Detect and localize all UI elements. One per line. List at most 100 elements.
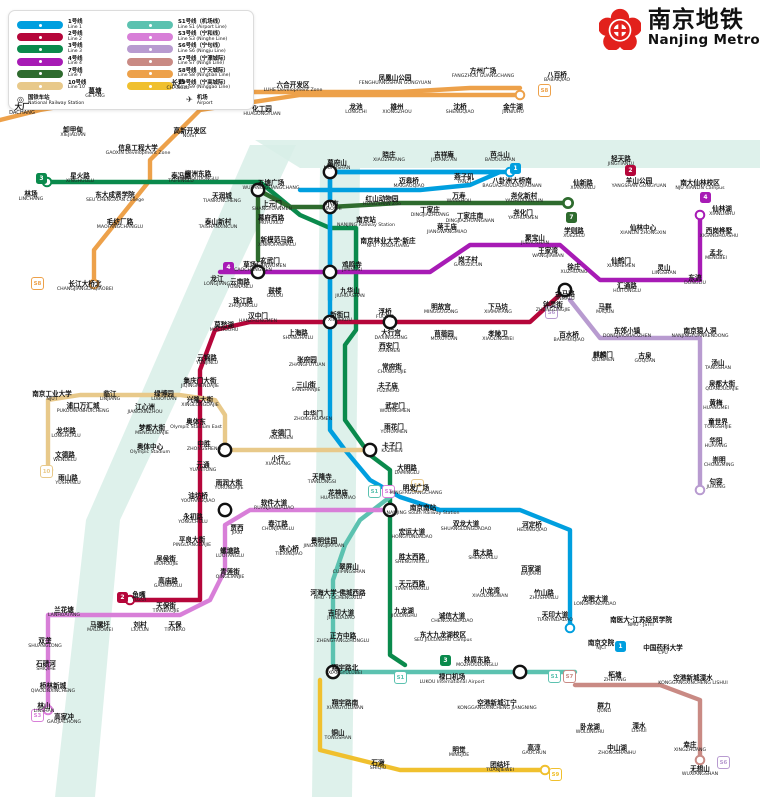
line-badge-s3[interactable]: S3	[382, 485, 395, 498]
line-badge-s3[interactable]: S3	[31, 709, 44, 722]
line-badge-s8[interactable]: S8	[31, 277, 44, 290]
line-badge-3[interactable]: 3	[440, 655, 451, 666]
line-badge-s9[interactable]: S9	[549, 768, 562, 781]
line-badge-4[interactable]: 4	[223, 262, 234, 273]
line-badge-s8[interactable]: S8	[538, 84, 551, 97]
line-badge-s6[interactable]: S6	[545, 306, 558, 319]
